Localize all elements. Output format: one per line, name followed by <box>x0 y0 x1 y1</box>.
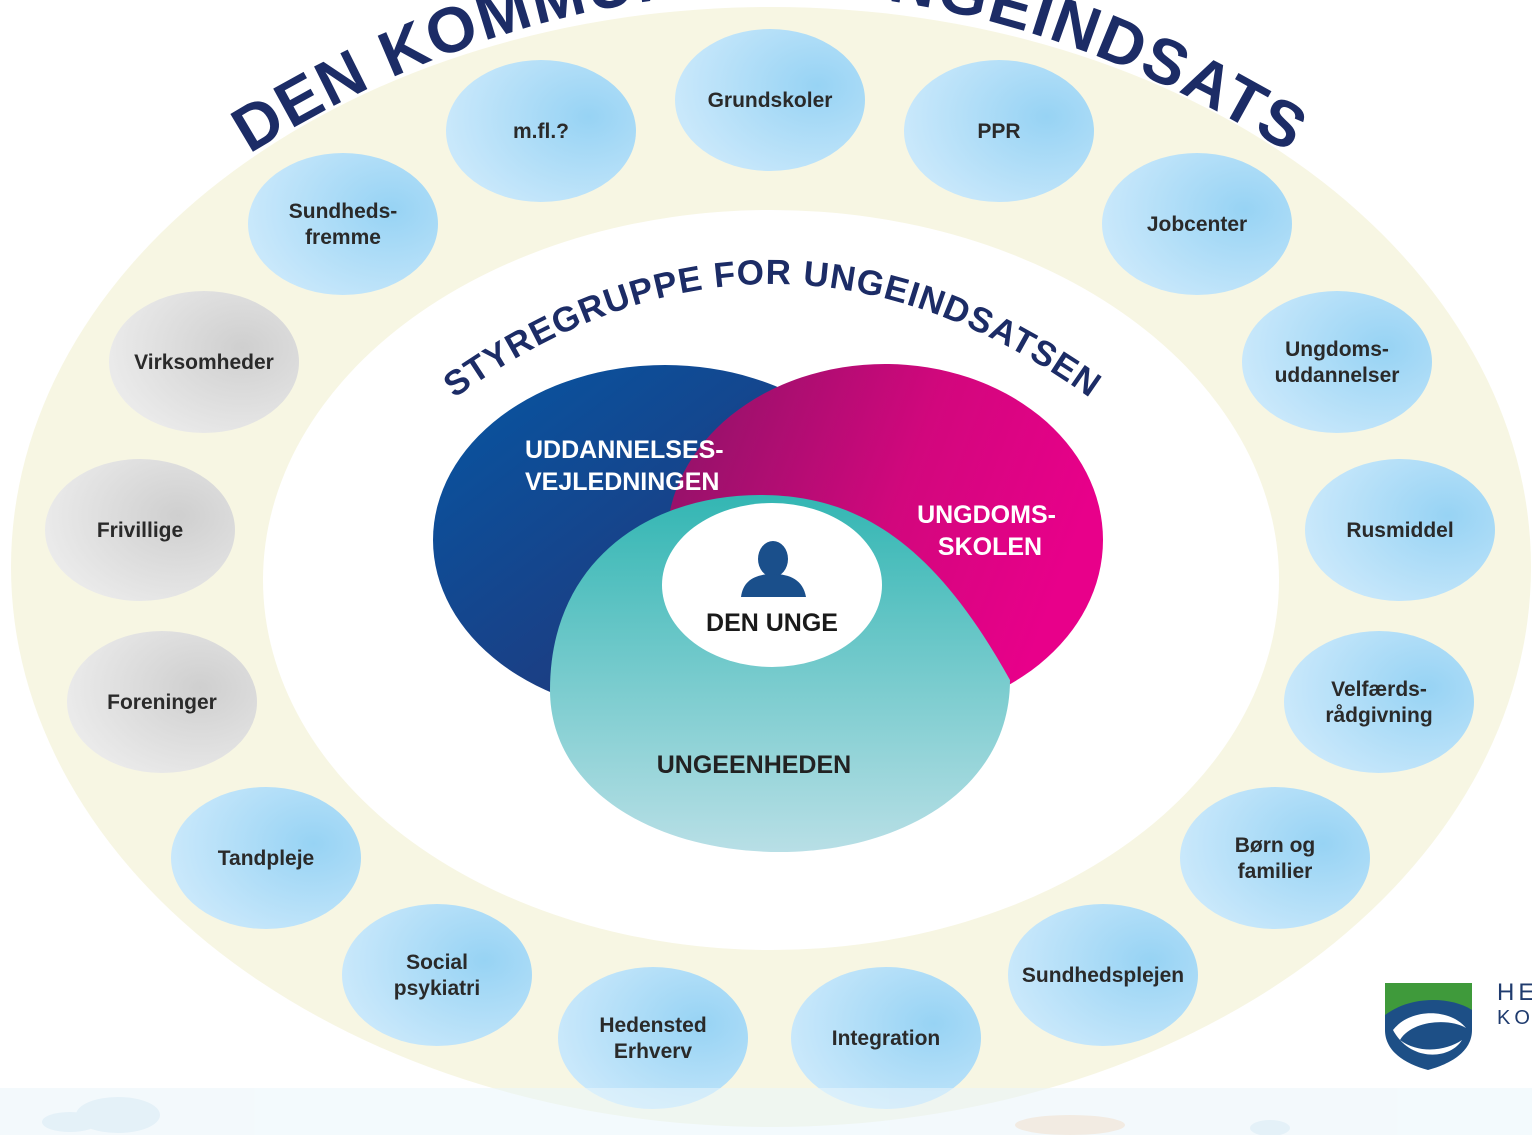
bubble-shape <box>675 29 865 171</box>
partner-bubble-velfaerdsraadgivning[interactable]: Velfærds-rådgivning <box>1284 631 1474 773</box>
bubble-label: Jobcenter <box>1147 213 1247 236</box>
bubble-shape <box>109 291 299 433</box>
partner-bubble-ungdomsuddannelser[interactable]: Ungdoms-uddannelser <box>1242 291 1432 433</box>
logo-text-line1: HE <box>1497 979 1532 1006</box>
bubble-shape <box>904 60 1094 202</box>
bubble-shape <box>1305 459 1495 601</box>
partner-bubble-tandpleje[interactable]: Tandpleje <box>171 787 361 929</box>
partner-bubble-sundhedsplejen[interactable]: Sundhedsplejen <box>1008 904 1198 1046</box>
partner-bubble-m-fl[interactable]: m.fl.? <box>446 60 636 202</box>
bubble-shape <box>248 153 438 295</box>
bubble-shape <box>1102 153 1292 295</box>
center-den-unge[interactable]: DEN UNGE <box>662 503 882 667</box>
bubble-shape <box>791 967 981 1109</box>
partner-bubble-ppr[interactable]: PPR <box>904 60 1094 202</box>
label-uddannelsesvejledningen: UDDANNELSES- VEJLEDNINGEN <box>525 436 731 496</box>
bubble-shape <box>1180 787 1370 929</box>
partner-bubble-frivillige[interactable]: Frivillige <box>45 459 235 601</box>
bubble-label: Grundskoler <box>708 89 833 112</box>
bubble-label: m.fl.? <box>513 120 569 143</box>
bubble-label: Foreninger <box>107 691 217 714</box>
bubble-shape <box>1008 904 1198 1046</box>
partner-bubble-rusmiddel[interactable]: Rusmiddel <box>1305 459 1495 601</box>
center-label: DEN UNGE <box>706 609 838 637</box>
bubble-label: PPR <box>977 120 1020 143</box>
bubble-label: Ungdoms-uddannelser <box>1275 338 1400 387</box>
bubble-label: Tandpleje <box>218 847 314 870</box>
bubble-label: Integration <box>832 1027 941 1050</box>
bubble-shape <box>67 631 257 773</box>
partner-bubble-virksomheder[interactable]: Virksomheder <box>109 291 299 433</box>
partner-bubble-integration[interactable]: Integration <box>791 967 981 1109</box>
label-ungeenheden: UNGEENHEDEN <box>657 751 851 779</box>
bubble-shape <box>45 459 235 601</box>
bubble-label: Frivillige <box>97 519 183 542</box>
bubble-shape <box>1284 631 1474 773</box>
bubble-shape <box>171 787 361 929</box>
person-icon <box>741 541 806 597</box>
bubble-shape <box>558 967 748 1109</box>
partner-bubble-foreninger[interactable]: Foreninger <box>67 631 257 773</box>
municipality-logo: HE KO <box>1385 979 1532 1070</box>
partner-bubble-jobcenter[interactable]: Jobcenter <box>1102 153 1292 295</box>
bubble-shape <box>1242 291 1432 433</box>
bubble-label: Sundhedsplejen <box>1022 964 1184 987</box>
bubble-label: Virksomheder <box>134 351 274 374</box>
bubble-label: Rusmiddel <box>1346 519 1453 542</box>
partner-bubble-sundhedsfremme[interactable]: Sundheds-fremme <box>248 153 438 295</box>
logo-text-line2: KO <box>1497 1007 1532 1029</box>
partner-bubble-grundskoler[interactable]: Grundskoler <box>675 29 865 171</box>
label-ungdomsskolen: UNGDOMS- SKOLEN <box>917 501 1063 561</box>
bubble-label: Velfærds-rådgivning <box>1325 678 1432 727</box>
bubble-shape <box>342 904 532 1046</box>
bubble-shape <box>446 60 636 202</box>
bubble-label: Sundheds-fremme <box>289 200 398 249</box>
municipality-shield-icon <box>1385 983 1472 1070</box>
bottom-decoration <box>0 1088 1532 1135</box>
